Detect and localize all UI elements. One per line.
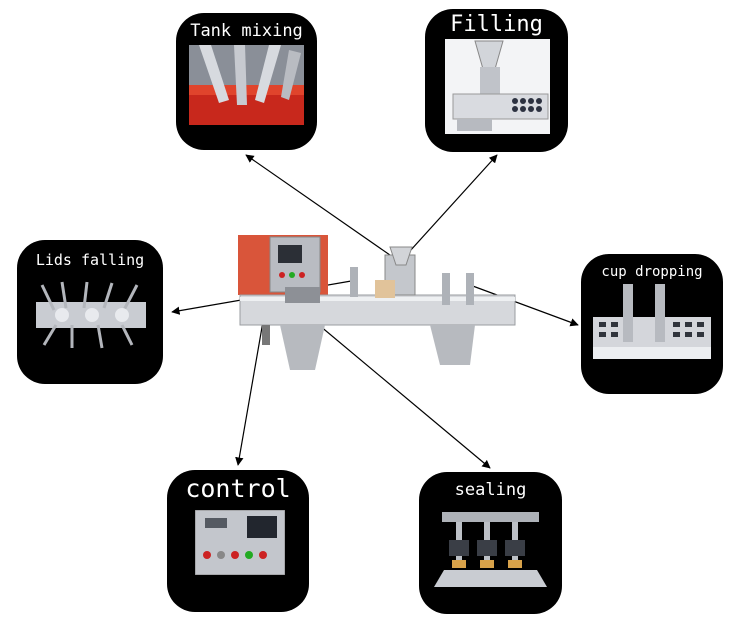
stage-label-sealing: sealing: [454, 480, 527, 500]
stage-card-tank-mixing: Tank mixing: [176, 13, 317, 150]
filling-station-photo-icon: [445, 39, 550, 134]
stage-label-control: control: [185, 474, 291, 503]
arrow-to-sealing: [294, 304, 491, 469]
arrow-to-tank-mixing: [245, 154, 401, 263]
stage-label-lids-falling: Lids falling: [35, 251, 145, 269]
stage-card-lids-falling: Lids falling: [17, 240, 163, 384]
arrow-to-control: [235, 309, 266, 466]
stage-card-control: control: [167, 470, 309, 612]
stage-card-cup-dropping: cup dropping: [581, 254, 723, 394]
lid-dropper-photo-icon: [36, 281, 146, 349]
tank-mixing-photo-icon: [189, 45, 304, 125]
stage-label-tank-mixing: Tank mixing: [190, 21, 303, 41]
arrow-to-filling: [399, 154, 498, 263]
stage-label-filling: Filling: [450, 12, 543, 37]
arrow-to-cup-dropping: [469, 284, 579, 327]
stage-label-cup-dropping: cup dropping: [601, 264, 703, 280]
stage-card-filling: Filling: [425, 9, 568, 152]
stage-card-sealing: sealing: [419, 472, 562, 614]
control-panel-photo-icon: [195, 510, 285, 575]
sealing-heads-photo-icon: [434, 512, 547, 587]
packaging-machine: [238, 235, 516, 370]
cup-dropper-photo-icon: [593, 284, 711, 359]
